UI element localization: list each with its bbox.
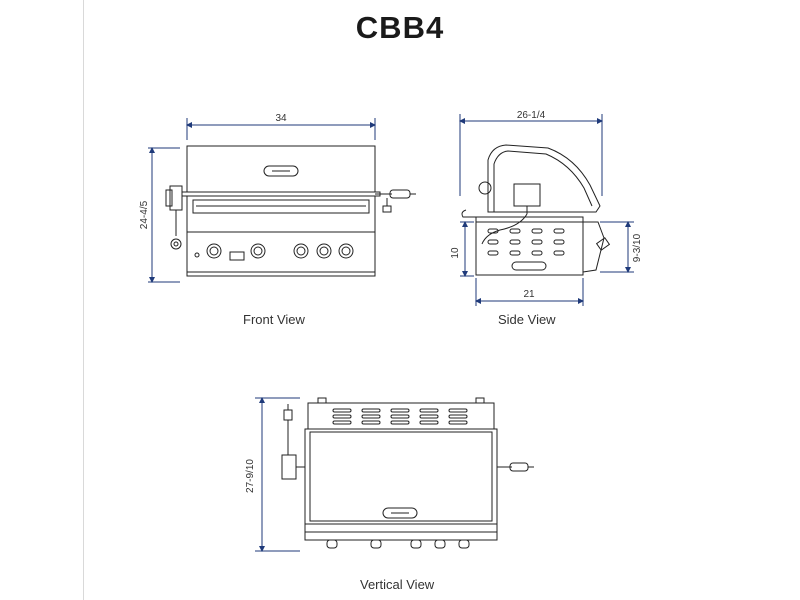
side-hood-pivot [478, 181, 492, 195]
vertical-rear-panel [307, 402, 495, 430]
side-hood-profile [487, 144, 601, 213]
vertical-depth-dimension [255, 397, 300, 552]
vertical-depth-label: 27-9/10 [245, 459, 256, 493]
front-grill-body [186, 195, 376, 277]
front-knob-1 [206, 243, 222, 259]
front-hood [186, 145, 376, 193]
side-grill-body [475, 216, 584, 276]
front-width-label: 34 [275, 113, 287, 124]
side-bottom-dimension [475, 278, 584, 306]
front-view [148, 118, 416, 283]
side-depth-label: 26-1/4 [517, 110, 546, 121]
vertical-view-caption: Vertical View [360, 577, 435, 592]
vertical-knobs [326, 539, 470, 549]
vertical-rear-tab-left [317, 397, 327, 404]
vertical-logo-badge [382, 507, 418, 519]
page-margin-line [83, 0, 84, 600]
side-bottom-label: 21 [523, 289, 535, 300]
side-front-height-dimension [600, 221, 634, 273]
vertical-lid [304, 428, 498, 525]
front-knobs [194, 243, 354, 261]
vertical-rear-tab-right [475, 397, 485, 404]
front-control-panel [186, 231, 376, 273]
front-height-label: 24-4/5 [139, 200, 150, 229]
front-knob-3 [293, 243, 309, 259]
front-view-caption: Front View [243, 312, 305, 327]
side-power-cord [481, 213, 528, 245]
vertical-view [255, 397, 534, 552]
side-view-caption: Side View [498, 312, 556, 327]
side-hood-inner [493, 150, 593, 212]
front-knob-2 [250, 243, 266, 259]
front-hood-handle [181, 191, 381, 197]
front-knob-4 [316, 243, 332, 259]
side-knob [595, 237, 611, 251]
side-hood-handle [461, 209, 476, 218]
side-depth-dimension [459, 114, 603, 196]
front-height-dimension [148, 147, 180, 283]
front-ignition-box [229, 251, 245, 261]
side-vent-slots [487, 228, 565, 256]
front-rotisserie-motor [165, 185, 183, 250]
front-width-dimension [186, 118, 376, 140]
front-rack-band [192, 199, 370, 214]
side-handle-slot [511, 261, 547, 271]
side-view [459, 114, 634, 306]
side-cart-height-dimension [460, 221, 474, 277]
side-front-height-label: 9-3/10 [632, 233, 643, 262]
side-cart-height-label: 10 [450, 247, 461, 259]
side-rotisserie-box [513, 183, 541, 207]
front-logo-badge [263, 165, 299, 177]
vertical-spit-handle [497, 462, 534, 472]
side-control-panel [582, 221, 605, 273]
front-rotisserie-handle [375, 189, 416, 213]
front-knob-5 [338, 243, 354, 259]
vertical-rotisserie-motor [281, 404, 305, 480]
page-title: CBB4 [355, 10, 445, 45]
vertical-rear-vents [332, 408, 468, 425]
